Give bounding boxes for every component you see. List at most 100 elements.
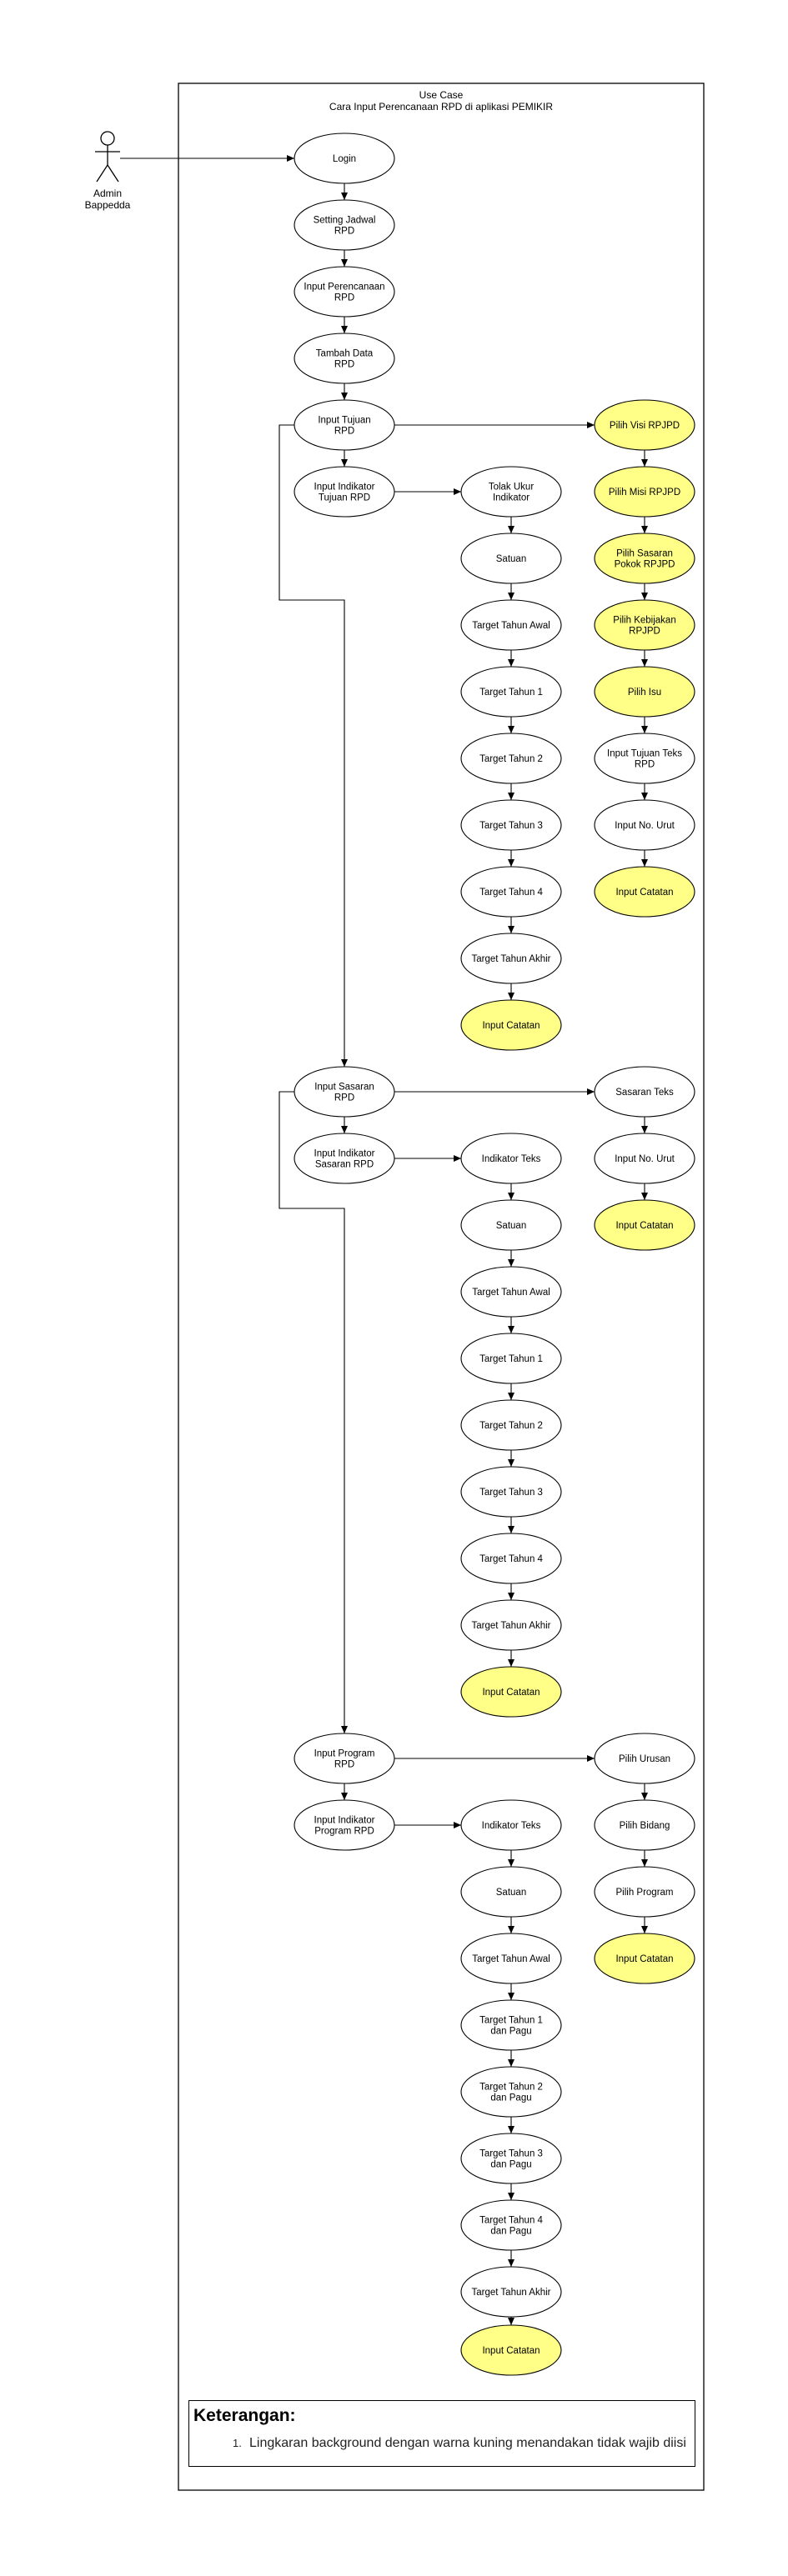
use-case-label: Target Tahun 2 — [479, 2083, 543, 2093]
use-case-ellipse — [594, 1066, 695, 1118]
use-case-ellipse — [594, 1733, 695, 1784]
edges-layer — [120, 155, 648, 2325]
use-case-label: Satuan — [496, 554, 526, 564]
use-case-label: Login — [333, 154, 356, 164]
use-case-label: Pilih Program — [615, 1888, 673, 1898]
use-case-ellipse — [594, 466, 695, 518]
actor-left-leg — [96, 164, 108, 183]
use-case-p-input-catatan: Input Catatan — [460, 2324, 562, 2376]
use-case-ellipse — [594, 1933, 695, 1984]
use-case-ellipse — [460, 1399, 562, 1451]
use-case-ellipse — [460, 1199, 562, 1251]
use-case-label: RPD — [334, 427, 354, 437]
use-case-t-target-awal: Target Tahun Awal — [460, 599, 562, 651]
use-case-label: Pilih Isu — [628, 688, 661, 698]
use-case-s-target-akhir: Target Tahun Akhir — [460, 1599, 562, 1651]
use-case-label: Target Tahun 4 — [479, 2216, 543, 2226]
use-case-label: Input Catatan — [615, 888, 673, 898]
actor-head — [100, 131, 115, 146]
use-case-pilih-isu: Pilih Isu — [594, 666, 695, 718]
use-case-tu-input-catatan: Input Catatan — [594, 866, 695, 918]
use-case-ellipse — [294, 1066, 395, 1118]
use-case-ellipse — [460, 1933, 562, 1984]
use-case-t-target-3: Target Tahun 3 — [460, 799, 562, 851]
use-case-ellipse — [594, 1133, 695, 1184]
diagram-subtitle: Cara Input Perencanaan RPD di aplikasi P… — [329, 101, 553, 113]
use-case-label: Input Indikator — [314, 1816, 375, 1826]
use-case-ellipse — [294, 1799, 395, 1851]
use-case-ellipse — [460, 2133, 562, 2184]
use-case-ellipse — [460, 1666, 562, 1718]
use-case-label: dan Pagu — [490, 2227, 531, 2237]
use-case-ellipse — [294, 199, 395, 251]
use-case-label: Input Program — [314, 1749, 375, 1759]
use-case-ellipse — [460, 466, 562, 518]
use-case-t-target-1: Target Tahun 1 — [460, 666, 562, 718]
use-case-t-target-2: Target Tahun 2 — [460, 733, 562, 784]
use-case-ellipse — [594, 533, 695, 584]
use-case-ellipse — [460, 1599, 562, 1651]
use-case-ellipse — [460, 1266, 562, 1318]
use-case-label: Satuan — [496, 1221, 526, 1231]
use-case-label: Input Perencanaan — [304, 283, 384, 293]
use-case-label: Input Tujuan Teks — [607, 749, 682, 759]
use-case-label: RPD — [334, 293, 354, 303]
use-case-label: RPD — [334, 1760, 354, 1770]
use-case-ellipse — [460, 866, 562, 918]
use-case-ellipse — [460, 1333, 562, 1384]
use-case-s-target-awal: Target Tahun Awal — [460, 1266, 562, 1318]
use-case-t-target-akhir: Target Tahun Akhir — [460, 933, 562, 984]
use-case-label: Target Tahun 3 — [479, 1488, 543, 1498]
use-case-ellipse — [294, 266, 395, 318]
use-case-label: Input Catatan — [615, 1954, 673, 1964]
actor-right-leg — [107, 164, 119, 183]
system-boundary — [178, 83, 705, 2491]
use-case-label: RPD — [635, 760, 655, 770]
use-case-s-input-catatan: Input Catatan — [460, 1666, 562, 1718]
use-case-label: RPD — [334, 360, 354, 370]
legend-box: Keterangan: 1.Lingkaran background denga… — [188, 2400, 695, 2467]
use-case-sasaran-teks: Sasaran Teks — [594, 1066, 695, 1118]
use-case-label: Input Sasaran — [314, 1083, 374, 1093]
use-case-ellipse — [460, 1866, 562, 1918]
actor-label-line2: Bappedda — [85, 199, 131, 211]
use-case-s-target-4: Target Tahun 4 — [460, 1533, 562, 1584]
use-case-label: Pilih Urusan — [619, 1754, 670, 1764]
use-case-s-target-3: Target Tahun 3 — [460, 1466, 562, 1518]
use-case-ellipse — [594, 399, 695, 451]
use-case-label: Pilih Visi RPJPD — [610, 421, 680, 431]
use-case-ellipse — [594, 1199, 695, 1251]
use-case-ellipse — [460, 1533, 562, 1584]
use-case-ellipse — [294, 466, 395, 518]
use-case-label: Input Indikator — [314, 483, 375, 493]
use-case-label: Sasaran Teks — [615, 1088, 674, 1098]
use-case-label: Target Tahun 1 — [479, 1354, 543, 1364]
use-case-label: Target Tahun Awal — [472, 1954, 550, 1964]
use-case-s-indikator-teks: Indikator Teks — [460, 1133, 562, 1184]
use-case-label: Target Tahun Awal — [472, 1288, 550, 1298]
use-case-ellipse — [460, 533, 562, 584]
use-case-ellipse — [460, 933, 562, 984]
use-case-label: RPJPD — [629, 627, 660, 637]
use-case-label: Target Tahun 4 — [479, 1554, 543, 1564]
use-case-pilih-visi: Pilih Visi RPJPD — [594, 399, 695, 451]
use-case-ellipse — [460, 2324, 562, 2376]
use-case-p-target-awal: Target Tahun Awal — [460, 1933, 562, 1984]
use-case-label: Pilih Misi RPJPD — [609, 488, 680, 498]
use-case-ellipse — [294, 1733, 395, 1784]
use-case-label: RPD — [334, 1093, 354, 1103]
use-case-ellipse — [294, 133, 395, 184]
use-case-label: Input No. Urut — [615, 1154, 675, 1164]
